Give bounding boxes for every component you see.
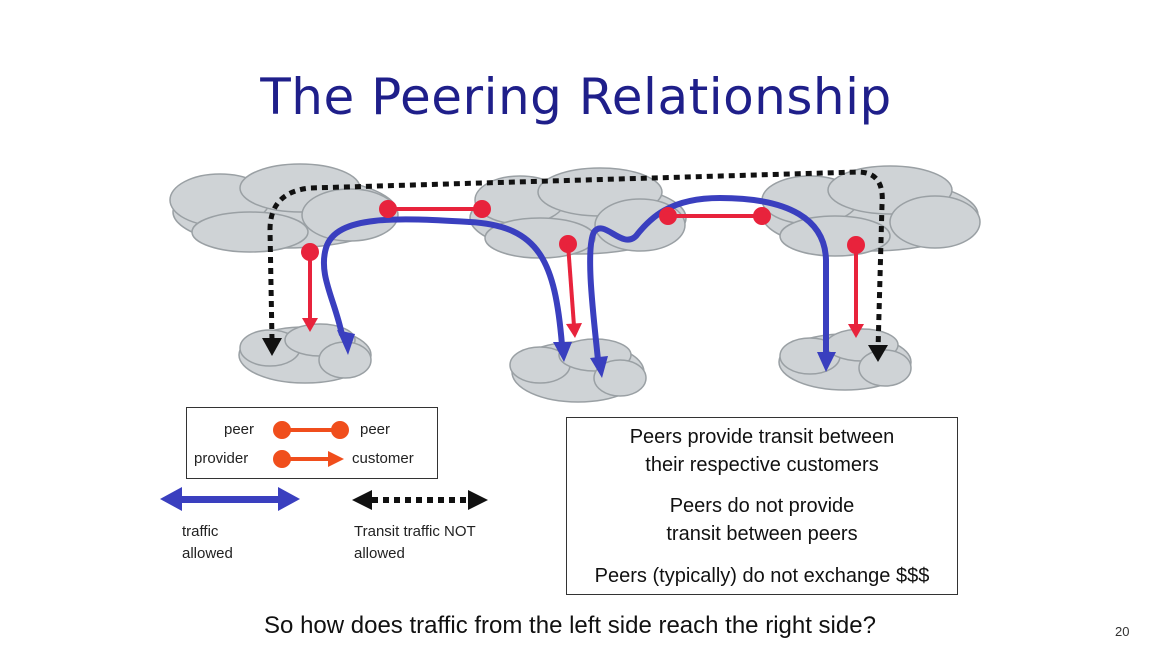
- provider-customer-link-right: [847, 236, 865, 338]
- page-number: 20: [1115, 624, 1130, 639]
- question-text: So how does traffic from the left side r…: [264, 612, 876, 639]
- provider-customer-link-middle: [559, 235, 582, 338]
- legend-provider-customer-symbol: [273, 450, 344, 468]
- transit-arrowhead-left: [262, 338, 282, 356]
- traffic-allowed-path-left: [320, 216, 565, 346]
- customer-cloud-left: [238, 323, 372, 384]
- customer-cloud-middle: [509, 338, 647, 403]
- traffic-arrowhead-left: [337, 330, 355, 355]
- legend-peer-symbol: [273, 421, 349, 439]
- info-line-3: Peers (typically) do not exchange $$$: [594, 565, 930, 587]
- legend-traffic-allowed-symbol: [160, 487, 300, 511]
- traffic-arrowhead-right: [817, 352, 836, 372]
- traffic-allowed-path-right: [587, 194, 829, 361]
- slide-title: The Peering Relationship: [260, 68, 892, 126]
- legend-transit-not-allowed-symbol: [352, 490, 488, 510]
- legend-traffic-allowed-label: traffic allowed: [182, 523, 233, 562]
- info-line-1: Peers provide transit between their resp…: [629, 426, 895, 476]
- transit-arrowhead-right: [868, 345, 888, 362]
- provider-cloud-left: [169, 163, 399, 253]
- traffic-arrowhead-middle-2: [590, 356, 608, 378]
- legend-peer-right-label: peer: [360, 421, 391, 438]
- traffic-arrowhead-middle-1: [553, 342, 572, 362]
- legend-customer-label: customer: [352, 450, 414, 467]
- legend-transit-not-allowed-label: Transit traffic NOT allowed: [354, 523, 476, 562]
- legend-provider-label: provider: [194, 450, 249, 467]
- peer-link-left: [379, 200, 491, 218]
- provider-customer-link-left: [301, 243, 319, 332]
- info-box: [566, 417, 958, 595]
- peer-link-right: [659, 207, 771, 225]
- transit-not-allowed-path: [267, 169, 885, 351]
- legend-peer-left-label: peer: [224, 421, 255, 438]
- customer-cloud-right: [778, 328, 912, 391]
- info-line-2: Peers do not provide transit between pee…: [666, 495, 858, 545]
- legend-box: [186, 407, 438, 479]
